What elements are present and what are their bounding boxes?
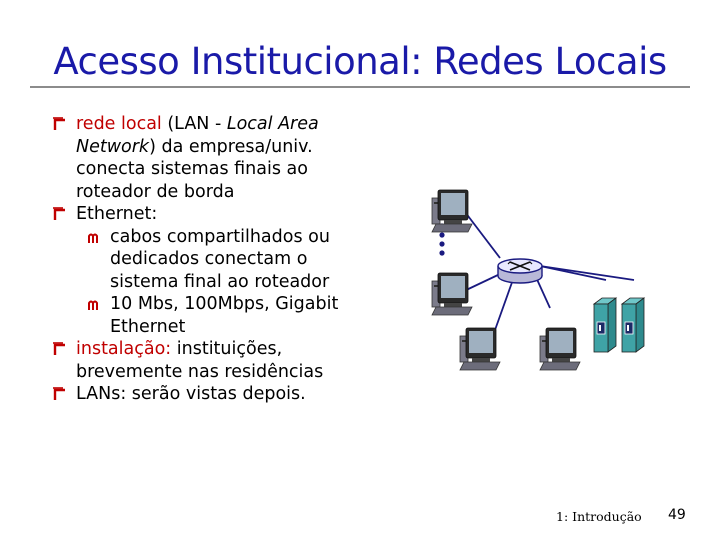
bullet-lans-text: LANs: serão vistas depois. bbox=[76, 384, 306, 404]
r-box-bullet-icon bbox=[53, 387, 65, 400]
sub-bullet-cables: cabos compartilhados ou dedicados conect… bbox=[52, 226, 352, 294]
bullet-lan: rede local (LAN - Local Area Network) da… bbox=[52, 113, 352, 203]
title-divider bbox=[30, 86, 690, 88]
bullet-list: rede local (LAN - Local Area Network) da… bbox=[52, 113, 352, 406]
bullet-lan-highlight: rede local bbox=[76, 114, 162, 134]
desktop-computer-icon bbox=[459, 327, 501, 371]
bullet-lan-text: (LAN - bbox=[161, 114, 227, 134]
m-bullet-icon bbox=[88, 300, 98, 310]
m-bullet-icon bbox=[88, 233, 98, 243]
bullet-installation-rest: instituições, brevemente nas residências bbox=[76, 339, 324, 382]
r-box-bullet-icon bbox=[53, 207, 65, 220]
page-number: 49 bbox=[668, 507, 686, 523]
bullet-lan-italic: Local Area Network bbox=[76, 114, 319, 157]
bullet-lan-rest: ) da empresa/univ. conecta sistemas fina… bbox=[76, 136, 313, 202]
server-icon bbox=[593, 297, 617, 353]
bullet-installation: instalação: instituições, brevemente nas… bbox=[52, 338, 352, 383]
desktop-computer-icon bbox=[539, 327, 581, 371]
sub-bullet-speeds: 10 Mbs, 100Mbps, Gigabit Ethernet bbox=[52, 293, 352, 338]
footer-chapter-label: 1: Introdução bbox=[556, 509, 642, 524]
r-box-bullet-icon bbox=[53, 342, 65, 355]
bullet-lans: LANs: serão vistas depois. bbox=[52, 383, 352, 406]
sub-bullet-speeds-text: 10 Mbs, 100Mbps, Gigabit Ethernet bbox=[110, 294, 339, 337]
router-icon bbox=[497, 258, 543, 284]
bullet-ethernet-text: Ethernet: bbox=[76, 204, 158, 224]
lan-diagram bbox=[431, 189, 645, 371]
desktop-computer-icon bbox=[431, 189, 473, 233]
bullet-ethernet: Ethernet: bbox=[52, 203, 352, 226]
server-icon bbox=[621, 297, 645, 353]
sub-bullet-cables-text: cabos compartilhados ou dedicados conect… bbox=[110, 226, 330, 292]
bullet-installation-highlight: instalação: bbox=[76, 339, 172, 359]
r-box-bullet-icon bbox=[53, 117, 65, 130]
slide-title: Acesso Institucional: Redes Locais bbox=[53, 40, 667, 83]
desktop-computer-icon bbox=[431, 272, 473, 316]
